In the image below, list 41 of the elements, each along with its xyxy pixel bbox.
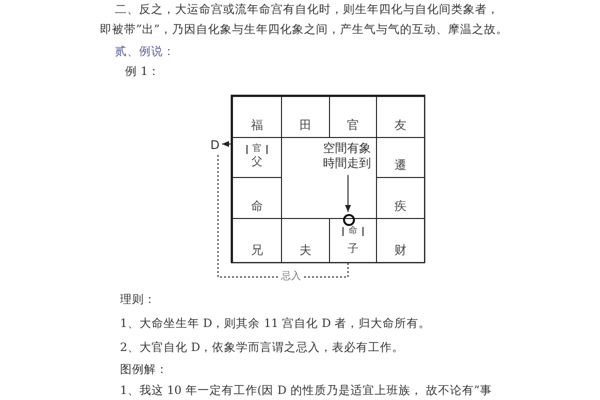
- palace-name: 命: [250, 198, 264, 215]
- marker-label: 官: [246, 145, 268, 154]
- palace-name: 福: [250, 117, 264, 134]
- palace-cell: [376, 96, 425, 138]
- palace-cell: [376, 177, 425, 219]
- palace-name: 财: [394, 242, 408, 259]
- text-line: 即被带”出”，乃因自化象与生年四化象之间，产生气与气的互动、摩温之故。: [100, 22, 508, 36]
- text-line: 1、我这 10 年一定有工作(因 D 的性质乃是适宜上班族， 故不论有”事: [120, 383, 492, 397]
- text-line: 图例解：: [120, 362, 168, 376]
- palace-cell: [281, 218, 330, 263]
- text-line: 1、大命坐生年 D，则其余 11 宫自化 D 者，归大命所有。: [120, 316, 431, 330]
- palace-cell: [376, 137, 425, 178]
- text-line: 例 1：: [125, 64, 160, 78]
- palace-cell: [232, 177, 282, 219]
- palace-cell: [376, 218, 425, 263]
- palace-name: 子: [346, 241, 360, 256]
- marker-label: 命: [342, 227, 364, 236]
- palace-name: 田: [298, 117, 312, 134]
- text-line: 理则：: [120, 292, 156, 306]
- arrow: [222, 141, 232, 147]
- palace-name: 遷: [394, 157, 408, 174]
- text-line: 二、反之，大运命宫或流年命宫有自化时，则生年四化与自化间类象者，: [115, 2, 499, 16]
- palace-name: 疾: [394, 198, 408, 215]
- text-line: 2、大官自化 D，依象学而言谓之忌入，表必有工作。: [120, 340, 404, 354]
- palace-cell: [281, 96, 330, 138]
- circle-symbol: [343, 214, 355, 226]
- palace-name: 父: [250, 154, 264, 169]
- dashed-line: [218, 152, 348, 278]
- note-text: 空間有象時間走到: [320, 141, 374, 171]
- text-line: 贰、例说：: [115, 44, 175, 58]
- palace-cell: [232, 96, 282, 138]
- point-label: D: [209, 138, 221, 153]
- arrow: [345, 174, 351, 212]
- palace-name: 兄: [250, 242, 264, 259]
- palace-cell: [329, 96, 377, 138]
- palace-name: 夫: [298, 242, 312, 259]
- palace-name: 官: [346, 117, 360, 134]
- palace-name: 友: [394, 117, 408, 134]
- edge-label: 忌入: [279, 271, 303, 283]
- palace-cell: [232, 137, 282, 178]
- palace-cell: [232, 218, 282, 263]
